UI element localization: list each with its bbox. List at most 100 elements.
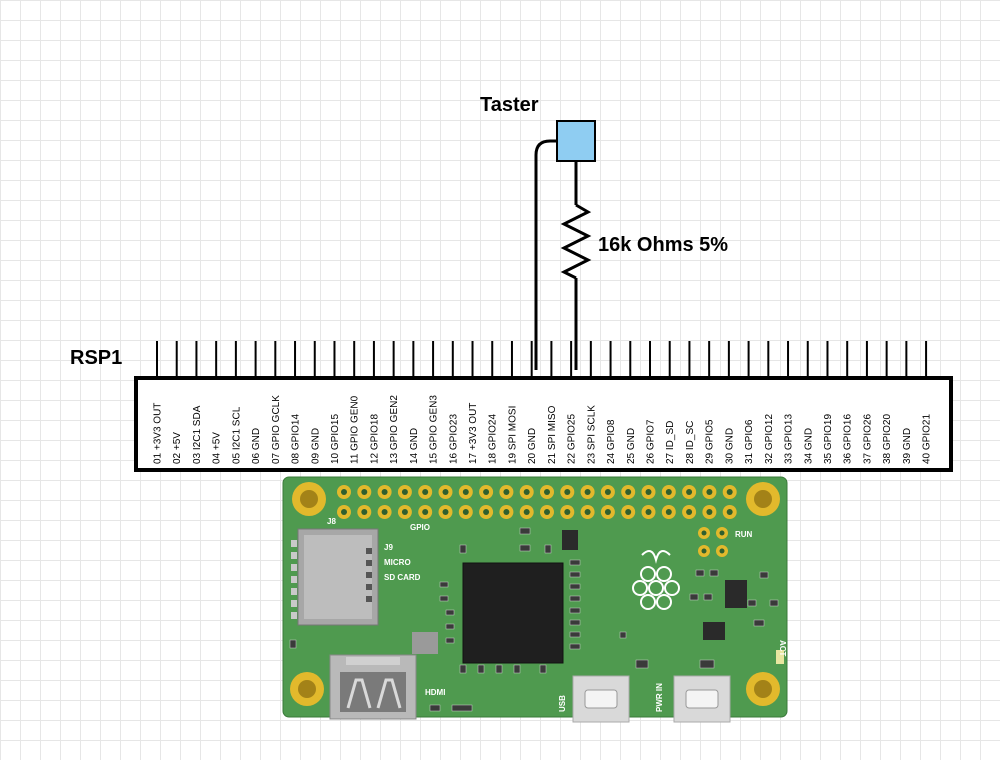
header-label: RSP1 (70, 347, 122, 369)
smd-component (569, 607, 581, 614)
mount-hole-tr-inner (754, 490, 772, 508)
header-pin-label: 26 GPIO7 (646, 419, 657, 464)
gpio-pad-hole (564, 509, 571, 515)
gpio-pad-hole (665, 489, 672, 495)
smd-component (569, 619, 581, 626)
smd-component (569, 595, 581, 602)
smd-component (709, 569, 719, 577)
small-ic (725, 580, 747, 608)
smd-component (429, 704, 441, 712)
gpio-pad-hole (462, 509, 469, 515)
wire-pin20-to-button (534, 139, 558, 370)
smd-component (544, 544, 552, 554)
smd-component (699, 659, 715, 669)
raspberry-leaves (641, 550, 671, 564)
gpio-pad-hole (726, 509, 733, 515)
smd-component (695, 569, 705, 577)
gpio-pad-hole (523, 489, 530, 495)
smd-component (439, 581, 449, 588)
header-pin-label: 18 GPIO24 (488, 414, 499, 464)
smd-component (439, 595, 449, 602)
run-pad-hole (701, 548, 707, 554)
pwr-in-silk: PWR IN (655, 683, 664, 712)
raspberry-logo-icon (632, 550, 680, 610)
smd-component (619, 631, 627, 639)
smd-component (445, 637, 455, 644)
gpio-pad-hole (361, 489, 368, 495)
smd-component (519, 527, 531, 535)
gpio-pad-hole (625, 509, 632, 515)
smd-component (539, 664, 547, 674)
wiring (534, 120, 596, 370)
push-button[interactable] (556, 120, 596, 162)
smd-component (759, 571, 769, 579)
header-pin-label: 28 ID_SC (685, 421, 696, 464)
run-pads (698, 527, 728, 557)
header-pin-label: 12 GPIO18 (369, 414, 380, 464)
mount-hole-br-inner (754, 680, 772, 698)
resistor-label: 16k Ohms 5% (598, 234, 728, 256)
cpu-chip (462, 562, 564, 664)
header-pin-label: 02 +5V (172, 432, 183, 464)
j9-silk-line3: SD CARD (384, 573, 421, 582)
smd-component (513, 664, 521, 674)
small-ic (412, 632, 438, 654)
smd-component (291, 588, 297, 595)
gpio-pad-hole (604, 509, 611, 515)
raspberry-berry (632, 580, 648, 596)
header-pin-label: 40 GPIO21 (922, 414, 933, 464)
gpio-pad-hole (401, 489, 408, 495)
sd-card-slot-inner (304, 535, 372, 619)
raspberry-berry (640, 566, 656, 582)
raspberry-berry (656, 566, 672, 582)
gpio-pad-hole (462, 489, 469, 495)
usb-connector (572, 675, 630, 723)
gpio-pad-hole (442, 509, 449, 515)
gpio-silk: GPIO (410, 523, 430, 532)
header-pin-label: 31 GPIO6 (744, 419, 755, 464)
header-pin-label: 38 GPIO20 (882, 414, 893, 464)
header-pin-label: 24 GPIO8 (606, 419, 617, 464)
gpio-pad-hole (584, 509, 591, 515)
usb-silk: USB (558, 695, 567, 712)
smd-component (747, 599, 757, 607)
smd-component (569, 559, 581, 566)
smd-component (459, 664, 467, 674)
gpio-pad-hole (604, 489, 611, 495)
smd-components (289, 527, 779, 712)
mount-hole-bl-inner (298, 680, 316, 698)
header-pin-label: 04 +5V (212, 432, 223, 464)
hdmi-silk: HDMI (425, 688, 445, 697)
header-pin-label: 27 ID_SD (665, 421, 676, 464)
header-pin-label: 08 GPIO14 (291, 414, 302, 464)
smd-component (291, 576, 297, 583)
run-pad-hole (701, 530, 707, 536)
header-pin-label: 25 GND (626, 428, 637, 464)
run-pad-hole (719, 548, 725, 554)
header-pin-label: 10 GPIO15 (330, 414, 341, 464)
header-pin-label: 17 +3V3 OUT (468, 403, 479, 464)
sd-contact (366, 572, 372, 578)
header-pin-label: 33 GPIO13 (784, 414, 795, 464)
smd-component (569, 643, 581, 650)
mounting-holes (290, 482, 780, 706)
header-pin-label: 30 GND (724, 428, 735, 464)
header-pin-label: 32 GPIO12 (764, 414, 775, 464)
pin-lines (156, 341, 928, 378)
gpio-pad-hole (686, 509, 693, 515)
header-pin-label: 37 GPIO26 (862, 414, 873, 464)
smd-component (451, 704, 473, 712)
sd-contact (366, 596, 372, 602)
smd-component (291, 540, 297, 547)
gpio-pad-hole (422, 489, 429, 495)
header-pin-label: 19 SPI MOSI (507, 406, 518, 464)
raspberry-berry (656, 594, 672, 610)
gpio-pad-hole (503, 489, 510, 495)
gpio-pad-hole (645, 509, 652, 515)
gpio-pad-hole (483, 509, 490, 515)
smd-component (459, 544, 467, 554)
resistor-symbol (560, 203, 592, 280)
raspberry-berry (648, 580, 664, 596)
